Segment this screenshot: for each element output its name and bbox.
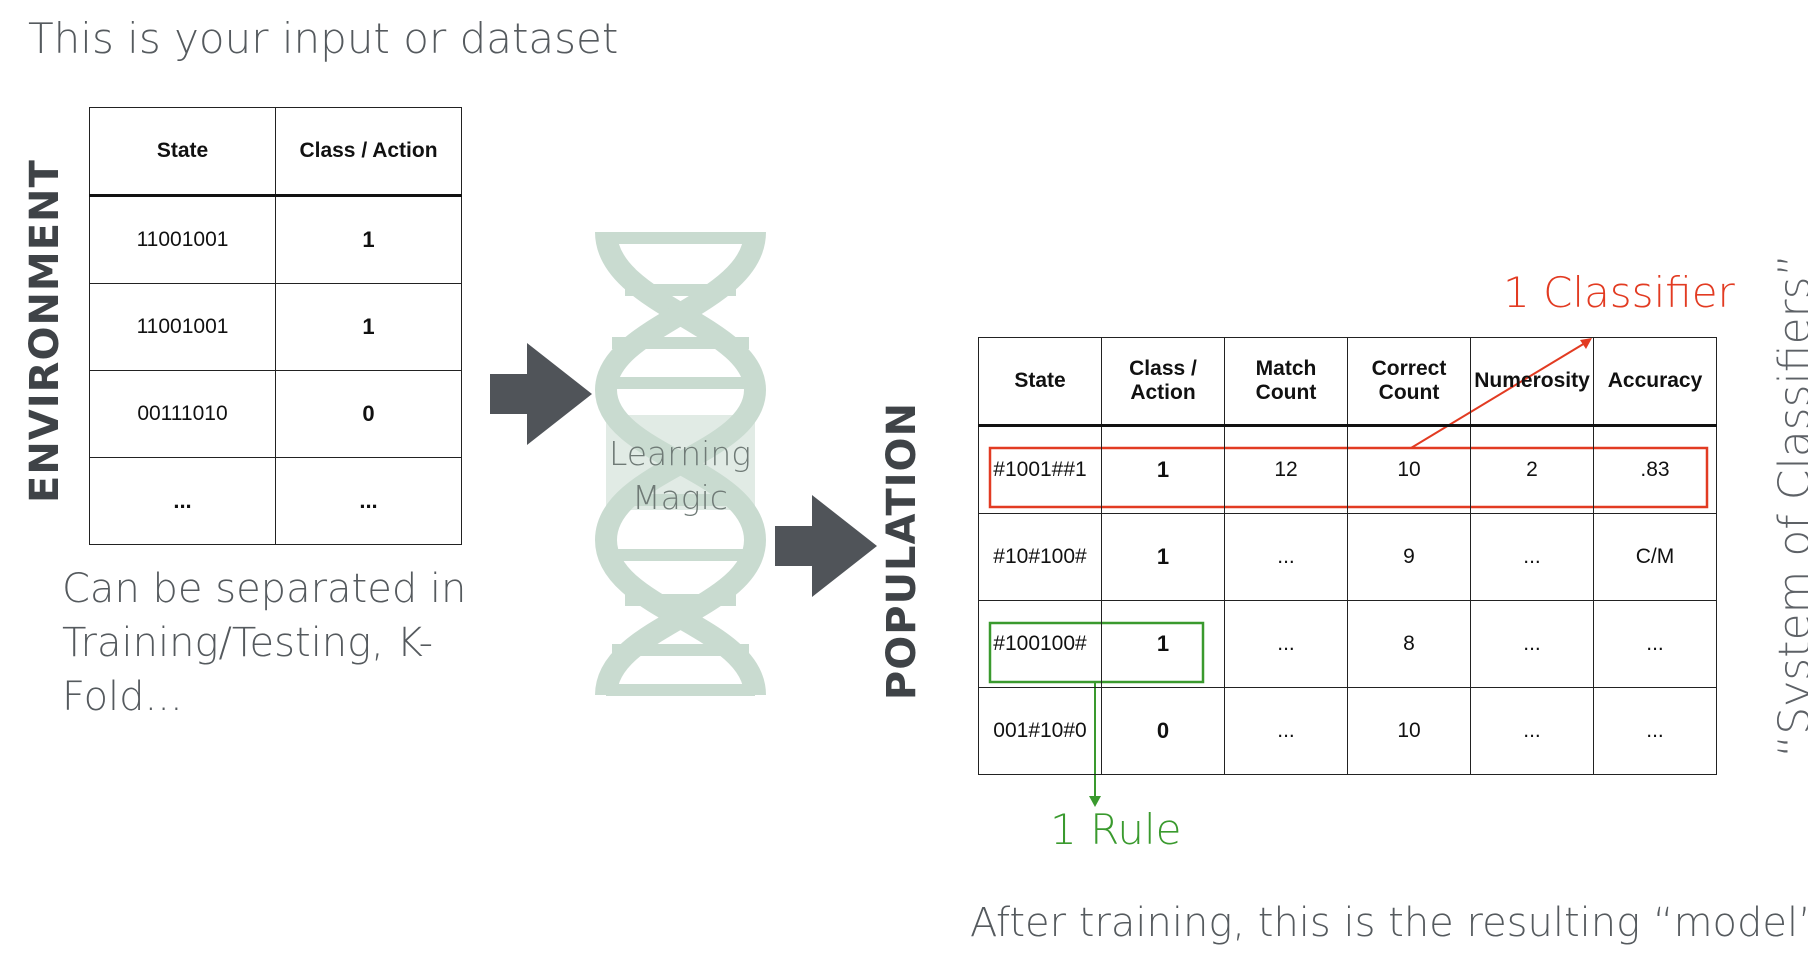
classifier-annotation: 1 Classifier xyxy=(1503,268,1735,317)
state-cell: #100100# xyxy=(978,600,1102,688)
arrow-right-icon xyxy=(775,495,877,597)
table-row: 001#10#0 0 ... 10 ... ... xyxy=(978,687,1717,775)
accuracy-cell: ... xyxy=(1593,600,1717,688)
table-row: #100100# 1 ... 8 ... ... xyxy=(978,600,1717,688)
numerosity-cell: 2 xyxy=(1470,425,1594,514)
system-of-classifiers-label: “System of Classifiers” xyxy=(1769,253,1808,758)
class-cell: 1 xyxy=(1101,425,1225,514)
table-header-row: State Class / Action xyxy=(89,107,462,197)
correct-count-cell: 9 xyxy=(1347,513,1471,601)
state-cell: 11001001 xyxy=(89,283,276,371)
population-label: POPULATION xyxy=(879,401,925,701)
correct-count-cell: 8 xyxy=(1347,600,1471,688)
class-cell: 0 xyxy=(1101,687,1225,775)
match-count-cell: ... xyxy=(1224,687,1348,775)
table-row: #1001##1 1 12 10 2 .83 xyxy=(978,425,1717,514)
learning-magic-label: Learning Magic xyxy=(600,432,760,520)
numerosity-cell: ... xyxy=(1470,600,1594,688)
match-count-cell: ... xyxy=(1224,513,1348,601)
population-table: State Class / Action Match Count Correct… xyxy=(978,337,1717,775)
state-cell: #1001##1 xyxy=(978,425,1102,514)
class-cell: 1 xyxy=(275,283,462,371)
class-cell: 0 xyxy=(275,370,462,458)
magic-word: Magic xyxy=(632,478,728,517)
rule-annotation: 1 Rule xyxy=(1050,805,1182,854)
arrow-right-icon xyxy=(490,343,592,445)
column-header: Class / Action xyxy=(275,107,462,197)
column-header: State xyxy=(89,107,276,197)
column-header: Accuracy xyxy=(1593,337,1717,427)
state-cell: #10#100# xyxy=(978,513,1102,601)
class-cell: 1 xyxy=(1101,600,1225,688)
table-header-row: State Class / Action Match Count Correct… xyxy=(978,337,1717,427)
correct-count-cell: 10 xyxy=(1347,687,1471,775)
split-note: Can be separated in Training/Testing, K-… xyxy=(62,566,467,720)
accuracy-cell: .83 xyxy=(1593,425,1717,514)
numerosity-cell: ... xyxy=(1470,513,1594,601)
numerosity-cell: ... xyxy=(1470,687,1594,775)
table-row: 00111010 0 xyxy=(89,370,462,458)
class-cell: 1 xyxy=(1101,513,1225,601)
column-header: Correct Count xyxy=(1347,337,1471,427)
state-cell: 11001001 xyxy=(89,195,276,284)
table-row: #10#100# 1 ... 9 ... C/M xyxy=(978,513,1717,601)
input-title: This is your input or dataset xyxy=(28,14,619,63)
table-row: 11001001 1 xyxy=(89,283,462,371)
column-header: Match Count xyxy=(1224,337,1348,427)
accuracy-cell: ... xyxy=(1593,687,1717,775)
table-row: ... ... xyxy=(89,457,462,545)
state-cell: 00111010 xyxy=(89,370,276,458)
match-count-cell: ... xyxy=(1224,600,1348,688)
state-cell: 001#10#0 xyxy=(978,687,1102,775)
class-cell: ... xyxy=(275,457,462,545)
correct-count-cell: 10 xyxy=(1347,425,1471,514)
learning-word: Learning xyxy=(608,434,752,473)
model-caption: After training, this is the resulting “m… xyxy=(970,900,1808,946)
environment-table: State Class / Action 11001001 1 11001001… xyxy=(89,107,462,545)
match-count-cell: 12 xyxy=(1224,425,1348,514)
accuracy-cell: C/M xyxy=(1593,513,1717,601)
state-cell: ... xyxy=(89,457,276,545)
column-header: Class / Action xyxy=(1101,337,1225,427)
column-header: State xyxy=(978,337,1102,427)
column-header: Numerosity xyxy=(1470,337,1594,427)
